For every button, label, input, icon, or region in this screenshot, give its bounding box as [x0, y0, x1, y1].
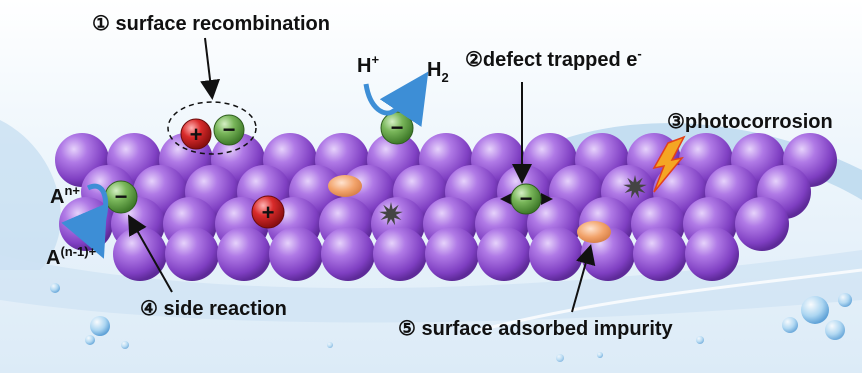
lattice-sphere — [165, 227, 219, 281]
electron-sign: − — [391, 115, 404, 140]
h-plus-label: H+ — [357, 52, 379, 77]
label-defect-trapped: ②defect trapped e- — [465, 46, 642, 71]
lattice-sphere — [269, 227, 323, 281]
water-wave — [0, 250, 862, 323]
impurity-particle — [328, 175, 362, 197]
impurity-particle — [577, 221, 611, 243]
catalyst-lattice — [55, 133, 837, 281]
label-surface-recombination: ① surface recombination — [92, 13, 330, 35]
lattice-sphere — [477, 227, 531, 281]
electron-side-reaction: − — [104, 180, 138, 214]
hole-bulk: + — [251, 195, 285, 229]
lattice-sphere — [685, 227, 739, 281]
lattice-sphere — [633, 227, 687, 281]
trap-arrow-right — [541, 193, 553, 205]
lattice-sphere — [735, 197, 789, 251]
label-surface-adsorbed: ⑤ surface adsorbed impurity — [398, 318, 674, 340]
recombination-circle — [167, 101, 257, 155]
lightning-bolt-icon — [652, 135, 686, 193]
lattice-sphere — [373, 227, 427, 281]
electron-sign: − — [520, 186, 533, 211]
side-reaction-arrow — [61, 183, 109, 259]
a-n-label: An+ — [50, 183, 80, 208]
h2-evolution-arrow — [363, 71, 429, 127]
pointer-side-reaction — [128, 214, 173, 293]
lattice-sphere — [529, 227, 583, 281]
label-side-reaction: ④ side reaction — [140, 298, 287, 320]
h2-label: H2 — [427, 59, 449, 85]
defect-star-icon — [379, 202, 403, 226]
electron-h2: − — [380, 111, 414, 145]
lattice-sphere — [217, 227, 271, 281]
bubbles — [50, 283, 852, 362]
lattice-sphere — [321, 227, 375, 281]
pointer-recombination — [200, 37, 221, 100]
lattice-sphere — [425, 227, 479, 281]
hole-sign: + — [190, 122, 203, 147]
hole-recombination: + — [180, 118, 212, 150]
electron-sign: − — [115, 184, 128, 209]
trap-arrow-left — [500, 193, 512, 205]
water-splash-left — [0, 120, 61, 270]
lattice-sphere — [113, 227, 167, 281]
label-photocorrosion: ③photocorrosion — [667, 111, 833, 133]
electron-sign: − — [223, 117, 236, 142]
pointer-impurity — [571, 244, 596, 313]
defect-star-icon — [623, 175, 647, 199]
a-n1-label: A(n-1)+ — [46, 244, 97, 269]
electron-recombination: − — [213, 114, 245, 146]
electron-trapped: − — [510, 183, 542, 215]
wave-highlight — [479, 268, 862, 332]
hole-sign: + — [262, 200, 275, 225]
